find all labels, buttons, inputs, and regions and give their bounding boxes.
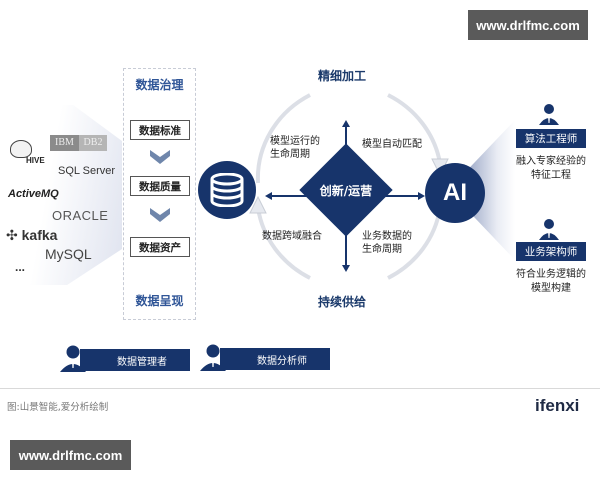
chevron-down-icon [150, 150, 170, 164]
governance-title: 数据治理 [135, 78, 184, 92]
step-data-standard: 数据标准 [130, 120, 190, 140]
database-node [198, 161, 256, 219]
brand-logo: ifenxi [535, 396, 580, 415]
sql-server-logo: SQL Server [58, 165, 116, 177]
arrow-down-icon [342, 265, 350, 272]
footer-divider [0, 388, 600, 389]
role-algorithm-engineer: 算法工程师 [516, 129, 586, 148]
center-label: 创新/运营 [319, 184, 373, 198]
ai-node: AI [425, 163, 485, 223]
oracle-logo: ORACLE [52, 208, 109, 223]
role-business-architect-desc: 符合业务逻辑的 模型构建 [516, 269, 586, 294]
role-data-manager: 数据管理者 [80, 349, 190, 371]
quadrant-top-left: 模型运行的 生命周期 [270, 136, 320, 160]
step-data-quality: 数据质量 [130, 176, 190, 196]
kafka-logo: ✣ kafka [6, 227, 58, 243]
person-icon [200, 344, 226, 371]
person-icon [60, 345, 86, 372]
more-sources-ellipsis: ... [15, 260, 26, 274]
watermark-bottom: www.drlfmc.com [10, 440, 131, 470]
quadrant-bottom-right: 业务数据的 生命周期 [362, 231, 412, 255]
role-business-architect: 业务架构师 [516, 242, 586, 261]
activemq-logo: ActiveMQ [8, 188, 59, 200]
hive-bee-icon [10, 140, 32, 158]
role-data-analyst: 数据分析师 [220, 348, 330, 370]
step-data-asset: 数据资产 [130, 237, 190, 257]
hive-logo: HIVE [8, 140, 48, 168]
watermark-top: www.drlfmc.com [468, 10, 588, 40]
cycle-top-label: 精细加工 [318, 69, 367, 83]
person-icon [539, 219, 559, 240]
role-algorithm-engineer-desc: 融入专家经验的 特征工程 [516, 156, 586, 181]
quadrant-bottom-left: 数据跨域融合 [262, 231, 322, 242]
arrow-up-icon [342, 120, 350, 127]
governance-column [123, 68, 196, 320]
figure-caption: 图:山景智能,爱分析绘制 [7, 402, 109, 413]
arrow-right-icon [418, 192, 425, 200]
cycle-bottom-label: 持续供给 [318, 295, 367, 309]
arrow-left-icon [265, 192, 272, 200]
kafka-icon: ✣ [6, 227, 18, 243]
person-icon [539, 104, 559, 125]
quadrant-top-right: 模型自动匹配 [362, 139, 422, 150]
governance-footer: 数据呈现 [135, 294, 184, 308]
database-icon [210, 173, 244, 207]
cycle-ring [249, 93, 449, 280]
mysql-logo: MySQL [45, 246, 92, 262]
chevron-down-icon [150, 208, 170, 222]
